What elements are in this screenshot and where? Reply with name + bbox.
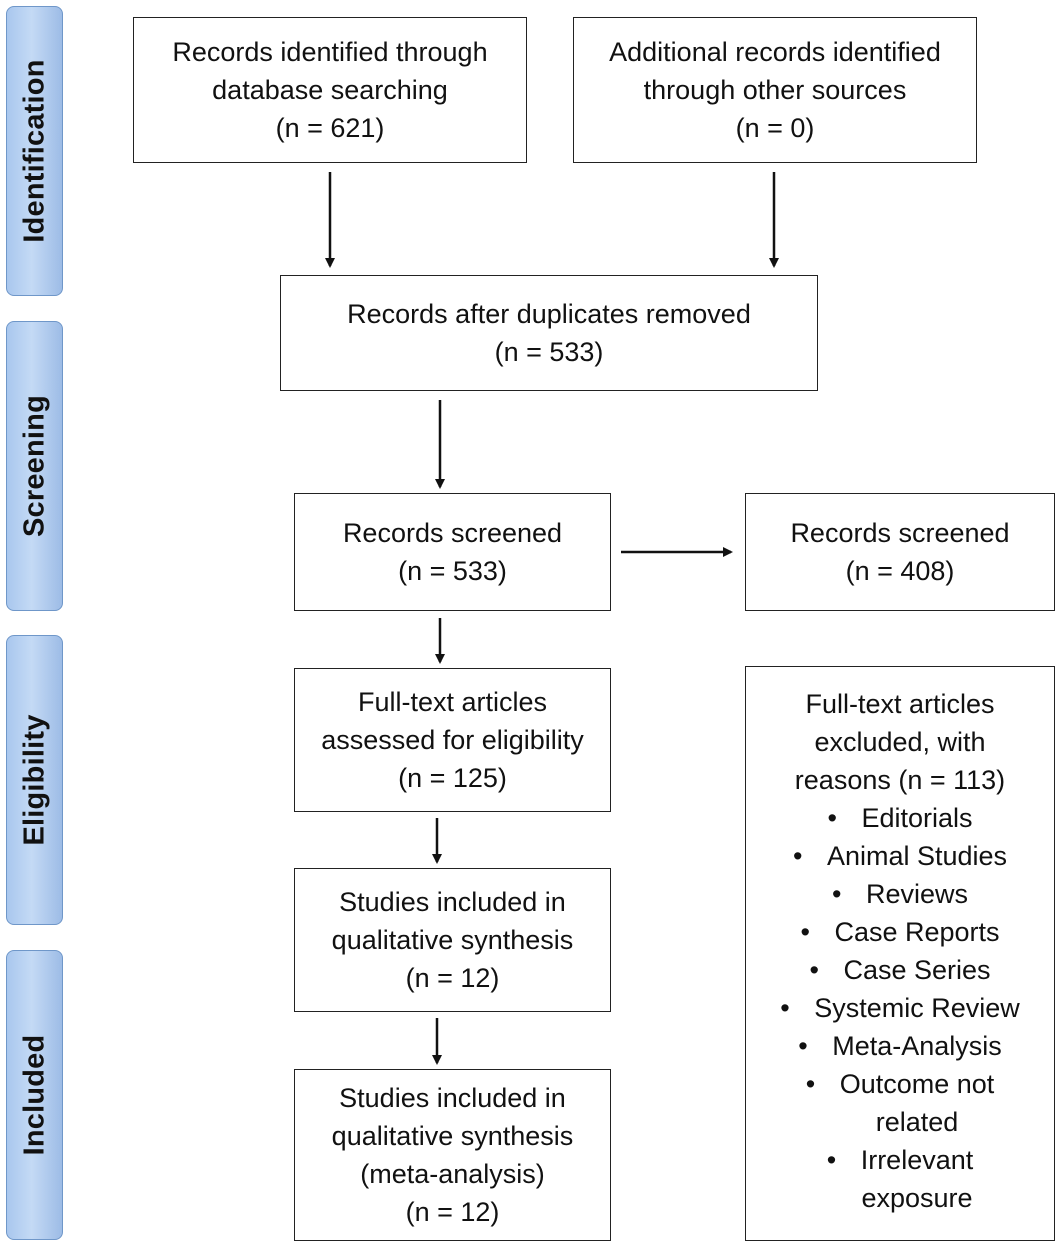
box-line: database searching bbox=[212, 75, 448, 105]
exclusion-reason: • Reviews bbox=[832, 875, 968, 913]
reason-label: Outcome not bbox=[839, 1069, 995, 1099]
reason-label: Editorials bbox=[861, 803, 973, 833]
box-count: (n = 12) bbox=[405, 963, 500, 993]
bullet-icon: • bbox=[780, 993, 790, 1023]
fulltext-assessed-box: Full-text articles assessed for eligibil… bbox=[294, 668, 611, 812]
box-count: (n = 533) bbox=[398, 556, 507, 586]
reason-label: Reviews bbox=[865, 879, 968, 909]
exclusion-reason: • Outcome not related bbox=[806, 1065, 995, 1141]
box-count: (n = 533) bbox=[494, 337, 604, 367]
box-count: (n = 0) bbox=[735, 113, 815, 143]
records-screened-box: Records screened (n = 533) bbox=[294, 493, 611, 611]
box-line: qualitative synthesis bbox=[331, 925, 574, 955]
other-sources-box: Additional records identified through ot… bbox=[573, 17, 977, 163]
reason-label: Case Series bbox=[843, 955, 991, 985]
box-count: (n = 621) bbox=[275, 113, 385, 143]
bullet-icon: • bbox=[792, 841, 803, 871]
box-line: Studies included in bbox=[339, 1083, 566, 1113]
exclusion-reason: • Case Series bbox=[809, 951, 990, 989]
exclusion-reason: • Animal Studies bbox=[793, 837, 1007, 875]
box-count: (n = 125) bbox=[398, 763, 507, 793]
box-line: Records screened bbox=[342, 518, 563, 548]
box-line: Studies included in bbox=[339, 887, 566, 917]
meta-analysis-box: Studies included in qualitative synthesi… bbox=[294, 1069, 611, 1241]
bullet-icon: • bbox=[831, 879, 842, 909]
box-line: assessed for eligibility bbox=[321, 725, 584, 755]
box-line: excluded, with bbox=[814, 727, 986, 757]
exclusion-reason: • Systemic Review bbox=[780, 989, 1020, 1027]
reason-label: Case Reports bbox=[834, 917, 1000, 947]
records-excluded-box: Records screened (n = 408) bbox=[745, 493, 1055, 611]
bullet-icon: • bbox=[805, 1069, 816, 1099]
phase-screening: Screening bbox=[6, 321, 63, 611]
box-line: Additional records identified bbox=[609, 37, 941, 67]
reason-label: Animal Studies bbox=[826, 841, 1008, 871]
reason-label: Irrelevant bbox=[860, 1145, 974, 1175]
bullet-icon: • bbox=[798, 1031, 808, 1061]
after-duplicates-box: Records after duplicates removed (n = 53… bbox=[280, 275, 818, 391]
box-line: Full-text articles bbox=[805, 689, 995, 719]
box-line: (meta-analysis) bbox=[360, 1159, 545, 1189]
box-count: (n = 408) bbox=[845, 556, 955, 586]
box-line: Full-text articles bbox=[357, 687, 548, 717]
fulltext-excluded-box: Full-text articles excluded, with reason… bbox=[745, 666, 1055, 1241]
exclusion-reason: • Case Reports bbox=[800, 913, 999, 951]
box-line: Records after duplicates removed bbox=[347, 299, 751, 329]
phase-included: Included bbox=[6, 950, 63, 1240]
bullet-icon: • bbox=[800, 917, 810, 947]
box-line: Records identified through bbox=[172, 37, 488, 67]
qualitative-synthesis-box: Studies included in qualitative synthesi… bbox=[294, 868, 611, 1012]
exclusion-reason: • Editorials bbox=[827, 799, 972, 837]
reason-label: related bbox=[875, 1107, 959, 1137]
reason-label: Meta-Analysis bbox=[832, 1031, 1002, 1061]
reason-label: exposure bbox=[861, 1183, 973, 1213]
phase-identification: Identification bbox=[6, 6, 63, 296]
box-line: qualitative synthesis bbox=[331, 1121, 574, 1151]
bullet-icon: • bbox=[809, 955, 819, 985]
phase-eligibility: Eligibility bbox=[6, 635, 63, 925]
database-search-box: Records identified through database sear… bbox=[133, 17, 527, 163]
box-line: Records screened bbox=[790, 518, 1010, 548]
box-count: reasons (n = 113) bbox=[794, 765, 1006, 795]
bullet-icon: • bbox=[826, 1145, 837, 1175]
box-line: through other sources bbox=[643, 75, 907, 105]
exclusion-reason: • Irrelevant exposure bbox=[827, 1141, 974, 1217]
box-count: (n = 12) bbox=[405, 1197, 500, 1227]
reason-label: Systemic Review bbox=[814, 993, 1020, 1023]
bullet-icon: • bbox=[827, 803, 837, 833]
exclusion-reason: • Meta-Analysis bbox=[798, 1027, 1002, 1065]
